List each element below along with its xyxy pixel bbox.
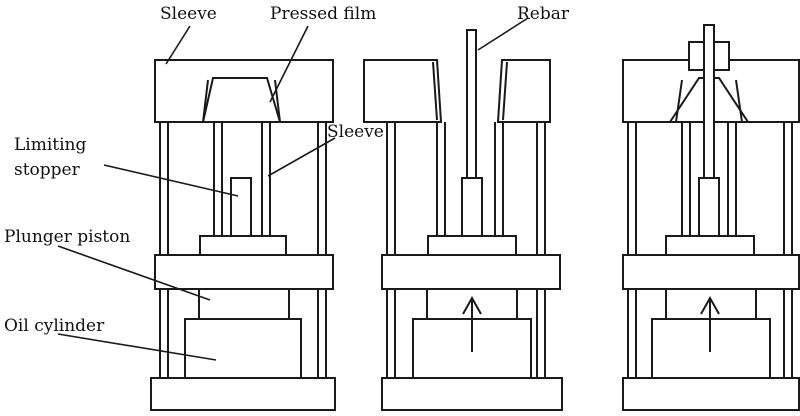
stopper [461,177,483,237]
top-die-left [363,59,443,123]
label-rebar: Rebar [517,4,570,24]
leader-sleeve-middle [267,137,336,177]
up-arrow-icon [700,295,720,352]
stopper [698,177,720,237]
label-limiting-stopper-line1: Limiting [14,135,87,155]
leader-plunger-piston [57,245,211,301]
leader-oil-cylinder [57,333,217,361]
middle-plate [622,254,800,290]
rebar [466,29,477,181]
leader-limiting-stopper [103,164,239,197]
leader-lines [57,17,529,361]
label-sleeve-top: Sleeve [160,4,217,24]
label-pressed-film: Pressed film [270,4,376,24]
bottom-base [150,377,336,411]
leader-pressed-film [269,25,309,103]
base-plate [199,235,287,256]
pressed-film-die [201,77,282,123]
press-stage-2 [363,29,563,411]
press-stage-1 [150,59,336,411]
die-liner-left [202,79,209,123]
die-bore-right [502,61,508,121]
middle-plate [154,254,334,290]
bottom-base [622,377,800,411]
rebar [703,24,715,181]
label-limiting-stopper-line2: stopper [14,160,81,180]
press-stage-3 [622,24,800,411]
leader-sleeve-top [165,25,191,65]
base-plate [665,235,755,256]
die-liner-left [675,79,683,123]
label-oil-cylinder: Oil cylinder [4,316,105,336]
leader-rebar [477,17,529,51]
die-liner-right [735,79,743,123]
top-die-right [496,59,551,123]
label-plunger-piston: Plunger piston [4,227,130,247]
plunger-piston [198,288,290,320]
die-bore-left [432,61,438,121]
bottom-base [381,377,563,411]
middle-plate [381,254,561,290]
label-sleeve-middle: Sleeve [327,122,384,142]
up-arrow-icon [462,295,482,352]
base-plate [427,235,517,256]
limiting-stopper [230,177,252,237]
oil-cylinder [184,318,302,379]
die-liner-right [274,79,281,123]
labels: Sleeve Pressed film Rebar Limiting stopp… [4,4,570,336]
